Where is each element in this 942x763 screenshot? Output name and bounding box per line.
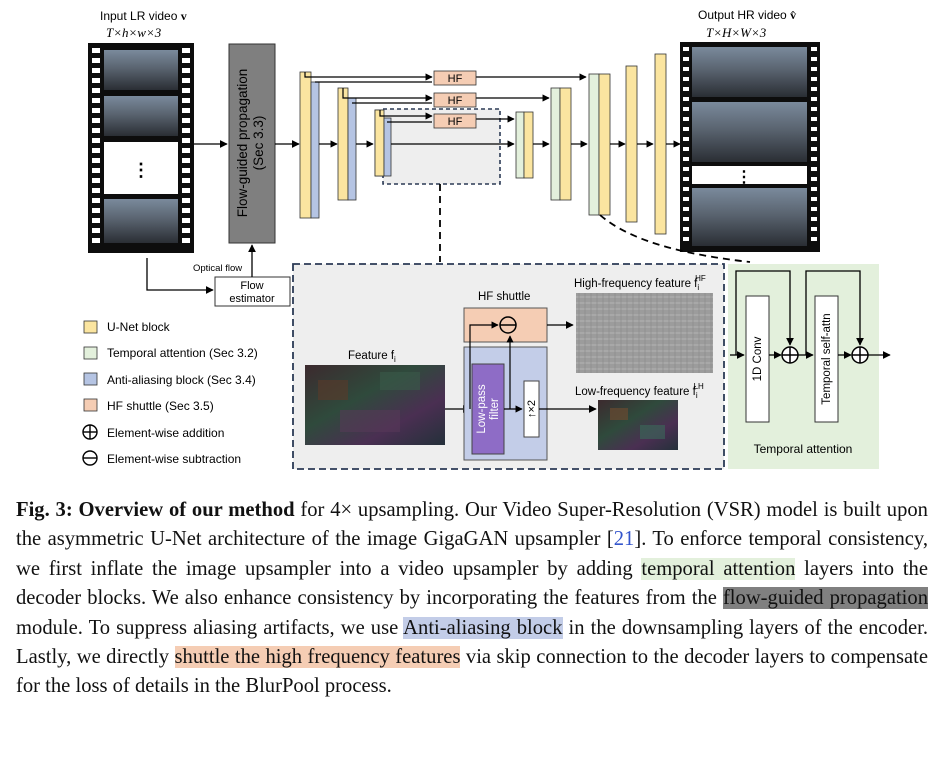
legend-label-temporal: Temporal attention (Sec 3.2) [107,346,258,360]
output-frame-ellipsis [692,166,807,184]
legend-swatch-hf [83,398,98,412]
method-overview-figure: Input LR video v T×h×w×3 ⋮ Flow-guided p… [82,8,891,470]
legend-label-hf: HF shuttle (Sec 3.5) [107,399,214,413]
temporal-add-icon-2 [851,346,869,364]
input-video-strip: Input LR video v T×h×w×3 ⋮ [88,9,194,253]
temporal-attention-title: Temporal attention [754,442,853,456]
self-attn-label: Temporal self-attn [821,313,833,404]
flow-estimator-block: Flow estimator [214,276,291,307]
legend-swatch-antialias [83,372,98,386]
caption-highlight-flow: flow-guided propagation [722,587,929,610]
caption-text-2: ]. To enforce temporal consistency, we f… [16,528,928,580]
unet-dec3-block [523,111,534,179]
unet-dec2-block [559,87,572,201]
caption-text-3: layers into the decoder blocks. We also … [16,557,928,610]
legend: U-Net block Temporal attention (Sec 3.2)… [82,320,258,466]
input-vertical-ellipsis: ⋮ [132,160,150,180]
antialias-enc2-block [347,97,357,201]
unet-enc1-block [299,71,312,219]
legend-swatch-temporal [83,346,98,360]
caption-highlight-hf: shuttle the high frequency features [174,646,461,669]
input-frame-2 [104,96,178,136]
feature-label: Feature fi [348,350,396,364]
flow-guided-propagation-block: Flow-guided propagation (Sec 3.3) [228,43,276,244]
upsample-label: ↑×2 [526,400,538,418]
input-frame-last [104,199,178,243]
output-video-strip: Output HR video v̂ T×H×W×3 ⋮ [680,8,820,252]
hf-box-3: HF [433,113,477,129]
unet-up1-block [625,65,638,223]
flow-prop-sec: (Sec 3.3) [251,116,266,171]
hf-shuttle-label: HF shuttle [478,291,530,303]
legend-add-icon [82,424,98,440]
hf-feature-image [576,293,713,373]
low-pass-label-1: Low-pass [476,384,488,433]
antialias-enc1-block [310,81,320,219]
legend-label-subtract: Element-wise subtraction [107,452,241,466]
input-frame-1 [104,50,178,90]
output-frame-2 [692,102,807,162]
conv1d-block [745,295,770,423]
caption-text-6: via skip connection to the decoder layer… [16,646,928,698]
legend-label-unet: U-Net block [107,320,171,334]
temporal-dec3-block [515,111,525,179]
lf-feature-label: Low-frequency feature fiLH [575,382,704,400]
lf-feature-image [598,400,678,450]
flow-estimator-line1: Flow [240,280,263,292]
output-video-label: Output HR video v̂ [698,8,796,22]
unet-enc2-block [337,87,349,201]
input-sprocket-holes [92,48,190,243]
svg-text:HF: HF [448,95,463,107]
caption-text-4: module. To suppress aliasing artifacts, … [16,616,404,639]
legend-swatch-unet [83,320,98,334]
output-frame-last [692,188,807,246]
svg-text:HF: HF [448,116,463,128]
input-video-label: Input LR video v [100,9,187,23]
hf-box-1: HF [433,70,477,86]
feature-map-image [305,365,445,445]
legend-subtract-icon [82,450,98,466]
input-dims: T×h×w×3 [106,25,162,40]
input-frame-ellipsis [104,142,178,194]
caption-title: Overview of our method [78,499,295,521]
output-sprocket-holes [683,47,817,241]
hf-shuttle-detail-panel: Feature fi Low-pass filter ↑×2 HF shuttl… [292,263,725,470]
caption-citation-link[interactable]: 21 [613,528,635,551]
temporal-attention-panel: 1D Conv Temporal self-attn Temporal atte… [728,264,891,469]
hf-feature-label: High-frequency feature fiHF [574,274,706,292]
unet-up2-block [654,53,667,235]
temporal-dec2-block [550,87,561,201]
temporal-add-icon-1 [781,346,799,364]
unet-dec1-block [598,73,611,216]
output-vertical-ellipsis: ⋮ [736,169,752,186]
hf-subtract-icon [499,316,517,334]
svg-text:HF: HF [448,73,463,85]
caption-label: Fig. 3: [16,499,73,521]
temporal-dec1-block [588,73,600,216]
caption-text-5: in the downsampling layers of the encode… [16,616,928,669]
legend-label-add: Element-wise addition [107,426,224,440]
flow-prop-label: Flow-guided propagation [235,69,250,218]
output-dims: T×H×W×3 [706,25,767,40]
caption-text-1: for 4× upsampling. Our Video Super-Resol… [16,499,928,551]
hf-box-2: HF [433,92,477,108]
flow-estimator-line2: estimator [229,293,275,305]
self-attn-block [814,295,839,423]
low-pass-label-2: filter [489,398,501,420]
legend-label-antialias: Anti-aliasing block (Sec 3.4) [107,373,256,387]
low-pass-filter-block [471,363,505,455]
conv1d-label: 1D Conv [752,336,764,381]
figure-caption: Fig. 3: Overview of our method for 4× up… [16,496,929,702]
output-frame-1 [692,47,807,97]
optical-flow-label: Optical flow [193,263,242,274]
caption-highlight-temporal: temporal attention [641,557,796,580]
unet: HF HF HF [299,53,681,235]
caption-highlight-antialias: Anti-aliasing block [403,616,563,639]
